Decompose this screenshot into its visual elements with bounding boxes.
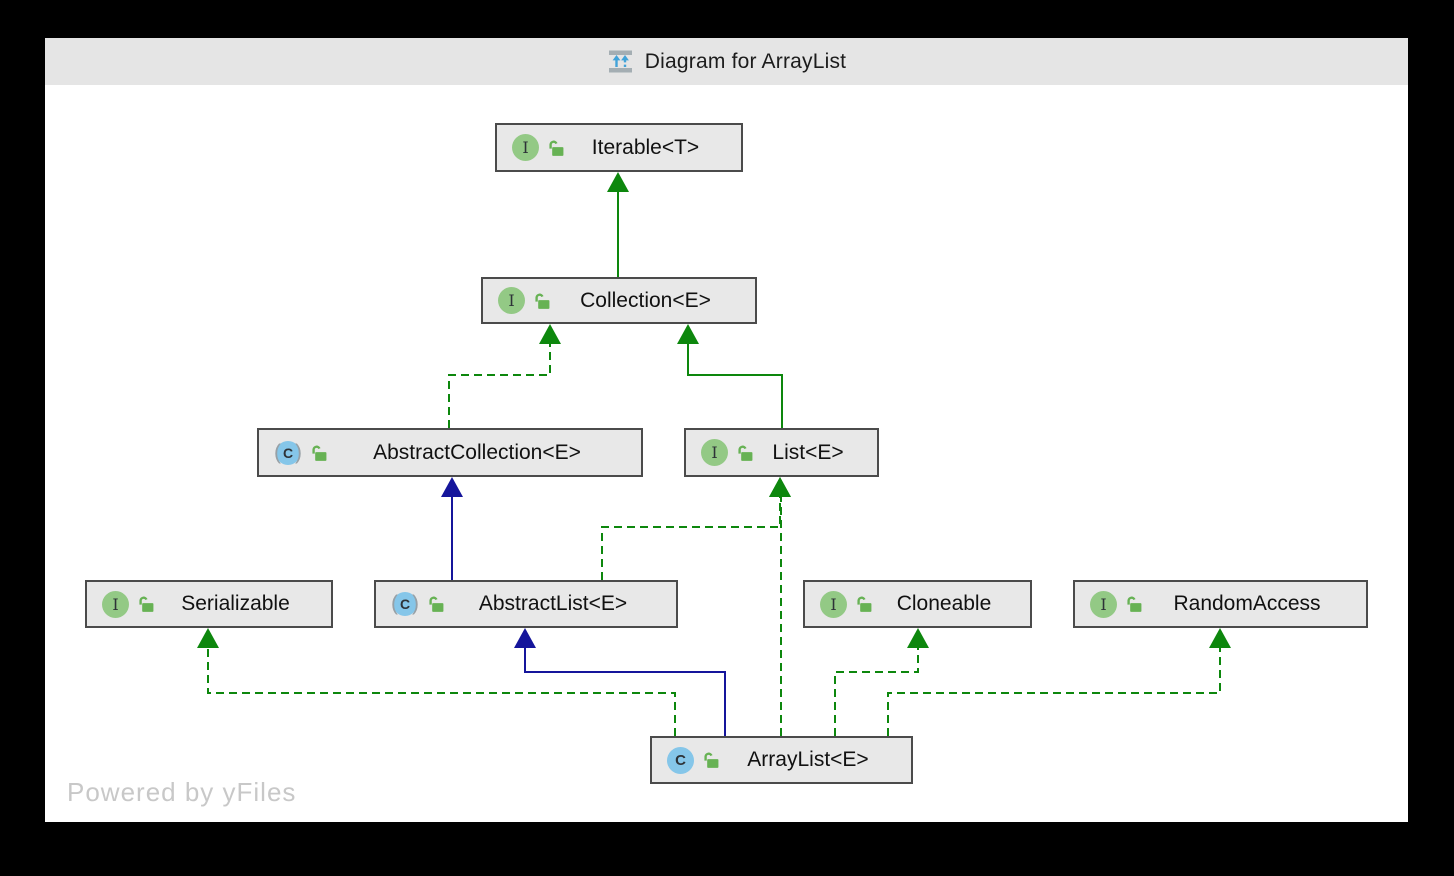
paren-left: (	[274, 440, 281, 464]
node-label: AbstractList<E>	[478, 592, 628, 615]
edge-list-collection	[687, 344, 783, 428]
node-label: AbstractCollection<E>	[373, 440, 581, 464]
interface-icon: I	[498, 287, 525, 314]
node-serializable[interactable]: I Serializable	[85, 580, 333, 628]
diagram-window: Diagram for ArrayList Powered by yFiles …	[45, 38, 1408, 822]
node-iterable[interactable]: I Iterable<T>	[495, 123, 743, 172]
edge-abstract-collection-collection	[448, 344, 551, 428]
arrowhead-array-list-list	[769, 477, 791, 497]
node-random-access[interactable]: I RandomAccess	[1073, 580, 1368, 628]
paren-right: )	[295, 440, 302, 464]
abstract-class-icon: (C)	[274, 440, 302, 465]
diagram-titlebar: Diagram for ArrayList	[45, 38, 1408, 85]
interface-icon: I	[512, 134, 539, 161]
node-icons: I	[102, 590, 155, 618]
window-title: Diagram for ArrayList	[644, 49, 847, 73]
node-icons: I	[498, 287, 551, 314]
public-lock-icon	[1127, 596, 1142, 612]
arrowhead-list-collection	[677, 324, 699, 344]
abstract-class-icon: (C)	[391, 592, 419, 616]
public-lock-icon	[704, 752, 719, 768]
node-label: Collection<E>	[580, 288, 711, 312]
node-abstract-list[interactable]: (C) AbstractList<E>	[374, 580, 678, 628]
arrowhead-array-list-cloneable	[907, 628, 929, 648]
paren-right: )	[412, 592, 419, 615]
node-icons: (C)	[274, 440, 328, 465]
public-lock-icon	[429, 596, 444, 612]
node-label: Cloneable	[896, 592, 992, 615]
node-label: ArrayList<E>	[747, 748, 869, 771]
class-icon: C	[667, 746, 694, 774]
node-array-list[interactable]: C ArrayList<E>	[650, 736, 913, 784]
node-icons: I	[1090, 590, 1143, 618]
interface-icon: I	[701, 439, 728, 466]
node-label: Serializable	[181, 592, 290, 615]
edge-abstract-list-list	[601, 497, 781, 580]
node-icons: C	[667, 746, 720, 774]
public-lock-icon	[535, 293, 550, 309]
public-lock-icon	[312, 445, 327, 461]
arrowhead-array-list-random-access	[1209, 628, 1231, 648]
interface-icon: I	[102, 590, 129, 618]
public-lock-icon	[549, 140, 564, 156]
class-icon: C	[393, 592, 417, 616]
diagram-icon	[608, 50, 632, 73]
paren-left: (	[391, 592, 398, 615]
arrowhead-abstract-collection-collection	[539, 324, 561, 344]
node-icons: I	[512, 134, 565, 161]
node-abstract-collection[interactable]: (C) AbstractCollection<E>	[257, 428, 643, 477]
node-cloneable[interactable]: I Cloneable	[803, 580, 1032, 628]
diagram-canvas[interactable]: Powered by yFiles I Iterable<T> I Collectio…	[45, 85, 1408, 822]
edge-array-list-serializable	[207, 648, 676, 736]
node-icons: I	[820, 590, 873, 618]
public-lock-icon	[738, 445, 753, 461]
arrowhead-abstract-list-abstract-collection	[441, 477, 463, 497]
arrowhead-collection-iterable	[607, 172, 629, 192]
edge-array-list-abstract-list	[524, 648, 726, 736]
edge-array-list-cloneable	[834, 648, 919, 736]
arrowhead-array-list-abstract-list	[514, 628, 536, 648]
public-lock-icon	[139, 596, 154, 612]
interface-icon: I	[820, 590, 847, 618]
node-collection[interactable]: I Collection<E>	[481, 277, 757, 324]
arrowhead-array-list-serializable	[197, 628, 219, 648]
node-list[interactable]: I List<E>	[684, 428, 879, 477]
node-label: RandomAccess	[1173, 592, 1321, 615]
node-label: List<E>	[772, 440, 844, 464]
node-label: Iterable<T>	[591, 135, 700, 159]
interface-icon: I	[1090, 590, 1117, 618]
yfiles-watermark: Powered by yFiles	[67, 777, 297, 807]
edge-array-list-random-access	[887, 648, 1221, 736]
edges-layer	[197, 172, 1231, 736]
class-icon: C	[276, 440, 300, 465]
public-lock-icon	[857, 596, 872, 612]
node-icons: (C)	[391, 592, 445, 616]
node-icons: I	[701, 439, 754, 466]
